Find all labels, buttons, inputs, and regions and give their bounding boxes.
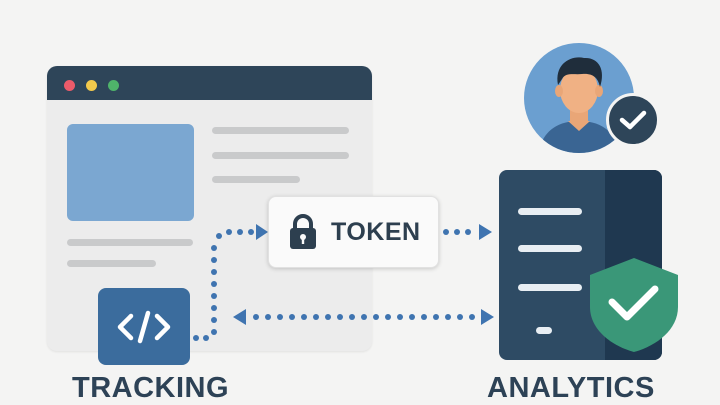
server-line — [518, 208, 582, 215]
arrow-head — [233, 309, 246, 325]
token-label: TOKEN — [331, 217, 421, 246]
server-line — [518, 284, 582, 291]
text-line — [67, 239, 193, 246]
analytics-caption: ANALYTICS — [487, 372, 655, 404]
tracking-code-box — [98, 288, 190, 365]
text-line — [212, 152, 349, 159]
bidirectional-connector — [253, 314, 475, 320]
tracking-to-token-connector — [193, 229, 254, 341]
text-line — [212, 127, 349, 134]
token-card: TOKEN — [268, 196, 439, 268]
server-line — [518, 245, 582, 252]
arrow-head — [479, 224, 492, 240]
browser-title-bar — [47, 66, 372, 100]
window-maximize-dot — [108, 80, 119, 91]
lock-icon — [290, 214, 316, 249]
user-figure — [538, 57, 620, 153]
user-verified-badge — [606, 93, 660, 147]
code-icon — [117, 310, 171, 343]
image-placeholder — [67, 124, 194, 221]
server-line — [536, 327, 552, 334]
arrow-head — [256, 224, 268, 240]
tracking-caption: TRACKING — [72, 372, 230, 404]
window-close-dot — [64, 80, 75, 91]
arrow-head — [481, 309, 494, 325]
check-icon — [619, 110, 647, 130]
window-minimize-dot — [86, 80, 97, 91]
text-line — [67, 260, 156, 267]
server-side-panel — [605, 170, 662, 360]
token-to-analytics-connector — [443, 229, 471, 235]
text-line — [212, 176, 300, 183]
